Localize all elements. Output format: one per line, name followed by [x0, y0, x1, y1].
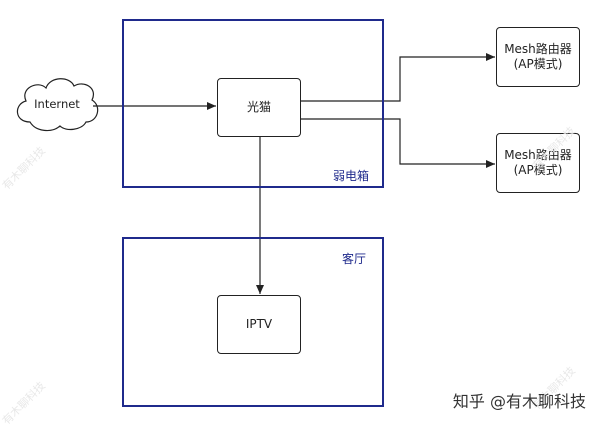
mesh-router-node-2: Mesh路由器 (AP模式) [496, 133, 580, 193]
mesh1-label-line2: (AP模式) [513, 57, 563, 71]
internet-label: Internet [34, 97, 80, 111]
mesh2-label-line1: Mesh路由器 [504, 148, 572, 162]
weak-box-label: 弱电箱 [333, 169, 370, 183]
iptv-label: IPTV [245, 317, 273, 331]
cloud-shape [16, 78, 99, 132]
modem-label: 光猫 [246, 100, 271, 114]
mesh1-label-line1: Mesh路由器 [504, 42, 572, 56]
living-room-zone [122, 237, 384, 407]
edge-modem-mesh1 [300, 53, 495, 102]
zhihu-watermark: 知乎 @有木聊科技 [452, 392, 586, 411]
iptv-node: IPTV [217, 295, 301, 354]
living-room-label: 客厅 [342, 252, 367, 266]
edge-modem-mesh2 [300, 118, 495, 168]
mesh2-label-line2: (AP模式) [513, 163, 563, 177]
modem-node: 光猫 [217, 78, 301, 137]
mesh-router-node-1: Mesh路由器 (AP模式) [496, 27, 580, 87]
weak-box-zone [122, 19, 384, 188]
